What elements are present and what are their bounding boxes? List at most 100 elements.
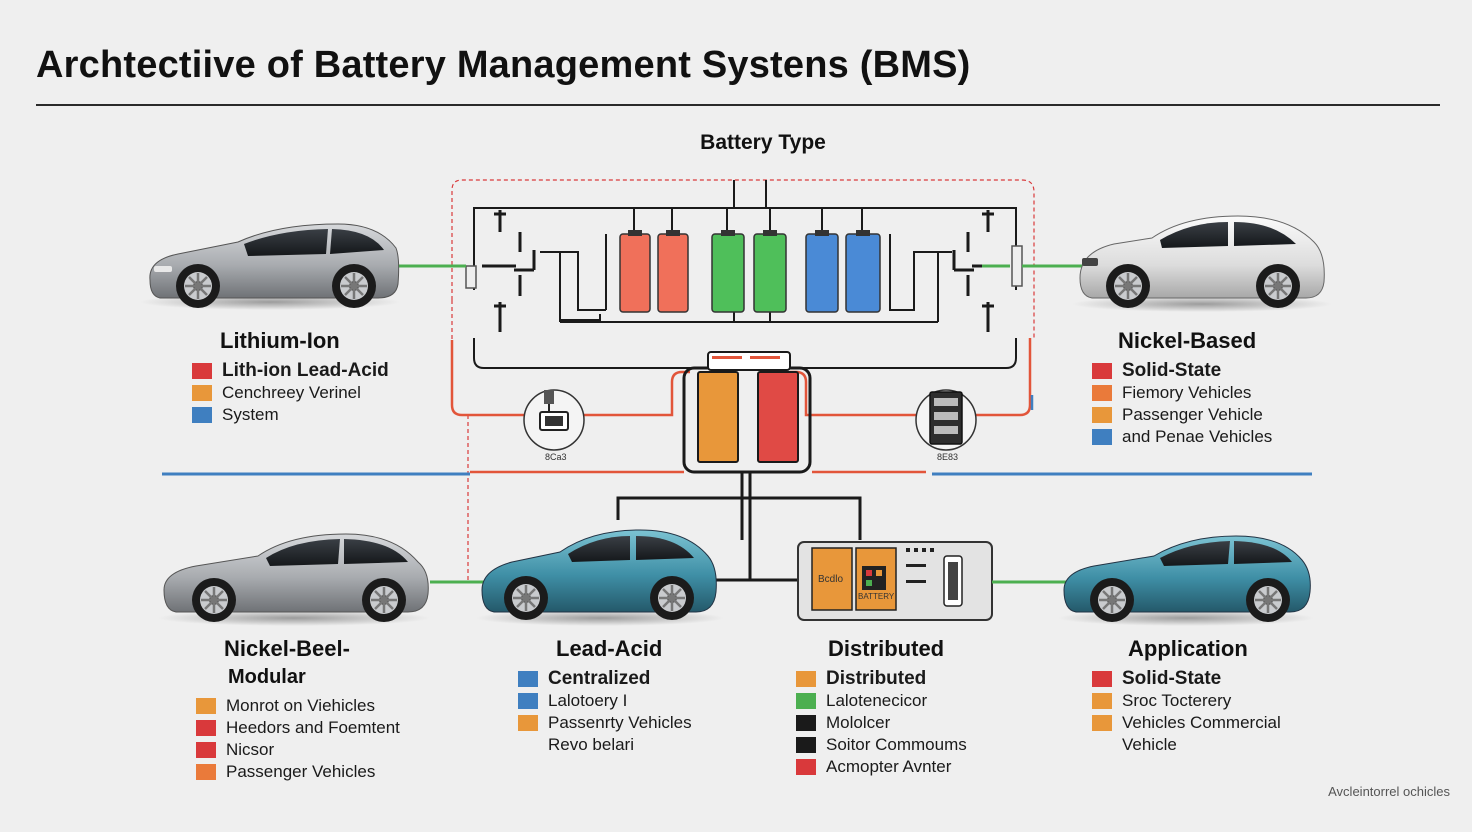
legend-text: Revo belari xyxy=(548,735,634,754)
legend-text: Centralized xyxy=(548,668,651,689)
car-bottom-2 xyxy=(476,529,724,626)
cell-green-1 xyxy=(711,233,745,313)
legend-item: Solid-State xyxy=(1092,360,1272,382)
legend-swatch xyxy=(796,671,816,687)
group-bottom-1: Nickel-Beel- Modular Monrot on Viehicles… xyxy=(196,636,400,783)
right-sensor-icon xyxy=(915,389,977,451)
legend-text: Cenchreey Verinel xyxy=(222,383,361,402)
dashed-boundary xyxy=(451,179,1035,338)
legend-item: Vehicle xyxy=(1092,734,1281,756)
central-battery-pack xyxy=(682,351,812,474)
legend-text: Heedors and Foemtent xyxy=(226,718,400,737)
legend-text: Acmopter Avnter xyxy=(826,757,952,776)
car-bottom-1 xyxy=(158,533,430,626)
title-divider xyxy=(36,104,1440,106)
module-orange xyxy=(697,371,739,463)
legend-text: System xyxy=(222,405,279,424)
legend-text: Lalotenecicor xyxy=(826,691,928,710)
legend-swatch xyxy=(1092,385,1112,401)
legend-swatch xyxy=(192,407,212,423)
legend-text: Soitor Commoums xyxy=(826,735,967,754)
left-switch-icon xyxy=(482,210,536,332)
legend-swatch xyxy=(1092,693,1112,709)
cell-red-2 xyxy=(657,233,689,313)
legend-swatch xyxy=(196,698,216,714)
left-fuse-icon xyxy=(465,265,477,289)
legend-swatch xyxy=(796,759,816,775)
bms-controller xyxy=(797,541,993,621)
legend-item: Lith-ion Lead-Acid xyxy=(192,360,389,382)
page-title: Archtectiive of Battery Management Syste… xyxy=(36,44,971,86)
cell-blue-1 xyxy=(805,233,839,313)
legend-text: Lalotoery I xyxy=(548,691,628,710)
legend-item: Sroc Tocterery xyxy=(1092,690,1281,712)
legend-swatch xyxy=(518,715,538,731)
legend-item: Cenchreey Verinel xyxy=(192,382,389,404)
legend-item: Centralized xyxy=(518,668,692,690)
legend-swatch xyxy=(518,737,538,753)
legend-item: Monrot on Viehicles xyxy=(196,695,400,717)
legend-text: Sroc Tocterery xyxy=(1122,691,1232,710)
footnote: Avcleintorrel ochicles xyxy=(1328,784,1450,799)
legend-text: Solid-State xyxy=(1122,360,1222,381)
battery-type-label: Battery Type xyxy=(700,131,826,154)
legend-text: Passenrty Vehicles xyxy=(548,713,692,732)
legend-text: Passenger Vehicles xyxy=(226,762,376,781)
legend-text: Mololcer xyxy=(826,713,891,732)
legend-item: Mololcer xyxy=(796,712,967,734)
legend-item: Lalotenecicor xyxy=(796,690,967,712)
legend-swatch xyxy=(1092,429,1112,445)
legend-item: System xyxy=(192,404,389,426)
legend-text: Nicsor xyxy=(226,740,275,759)
legend-item: Passenger Vehicles xyxy=(196,761,400,783)
legend-swatch xyxy=(192,385,212,401)
legend-swatch xyxy=(518,693,538,709)
car-bottom-4 xyxy=(1058,535,1314,626)
right-sensor-caption: 8E83 xyxy=(937,452,959,462)
left-sensor-caption: 8Ca3 xyxy=(545,452,567,462)
legend-item: Acmopter Avnter xyxy=(796,756,967,778)
legend-swatch xyxy=(1092,737,1112,753)
red-wire-left xyxy=(450,340,690,417)
controller-caption: Bcdlo xyxy=(818,574,844,585)
legend-text: and Penae Vehicles xyxy=(1122,427,1273,446)
battery-cells xyxy=(619,230,881,313)
legend-item: Soitor Commoums xyxy=(796,734,967,756)
right-switch-icon xyxy=(952,210,1006,332)
legend-swatch xyxy=(192,363,212,379)
legend-swatch xyxy=(196,764,216,780)
legend-swatch xyxy=(196,742,216,758)
legend-swatch xyxy=(796,715,816,731)
legend-text: Solid-State xyxy=(1122,668,1222,689)
top-bus-wires xyxy=(473,180,1017,369)
legend-text: Distributed xyxy=(826,668,927,689)
group-heading: Distributed xyxy=(828,636,945,661)
controller-trunk xyxy=(616,472,862,582)
legend-item: Heedors and Foemtent xyxy=(196,717,400,739)
group-heading: Application xyxy=(1128,636,1248,661)
legend-item: Passenger Vehicle xyxy=(1092,404,1272,426)
group-heading: Lithium-Ion xyxy=(220,328,340,353)
group-heading: Nickel-Beel- xyxy=(224,636,350,661)
legend-swatch xyxy=(1092,363,1112,379)
cell-blue-2 xyxy=(845,233,881,313)
cell-green-2 xyxy=(753,233,787,313)
legend-text: Vehicle xyxy=(1122,735,1177,754)
legend-swatch xyxy=(1092,715,1112,731)
legend-swatch xyxy=(796,737,816,753)
group-heading: Lead-Acid xyxy=(556,636,663,661)
legend-swatch xyxy=(196,720,216,736)
legend-text: Fiemory Vehicles xyxy=(1122,383,1252,402)
legend-item: Lalotoery I xyxy=(518,690,692,712)
car-top-right xyxy=(1072,215,1332,312)
right-fuse-icon xyxy=(1011,245,1023,287)
